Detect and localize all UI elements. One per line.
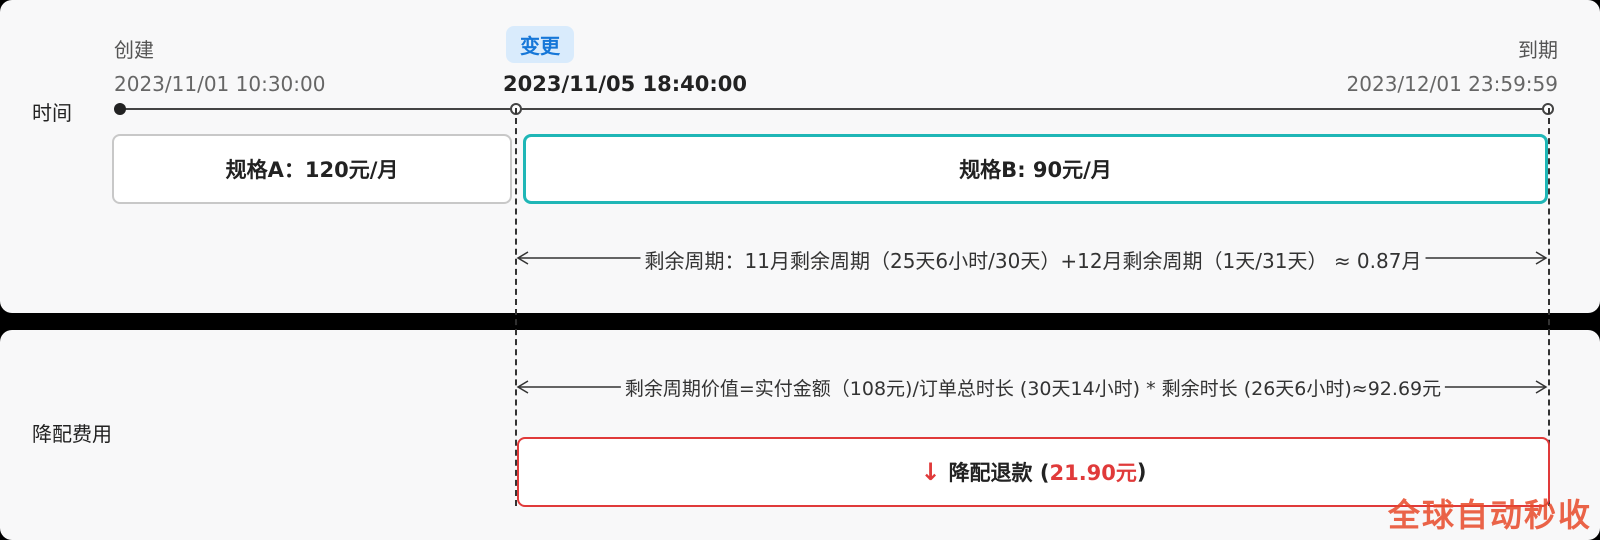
refund-close: ): [1136, 460, 1147, 484]
arrow-down-icon: ↓: [920, 458, 941, 486]
fee-row-label: 降配费用: [32, 422, 112, 446]
expire-time: 2023/12/01 23:59:59: [1346, 72, 1558, 96]
create-label: 创建: [114, 38, 154, 62]
time-row-label: 时间: [32, 101, 72, 125]
change-guide-line: [515, 108, 517, 506]
watermark: 全球自动秒收: [1387, 496, 1592, 534]
remaining-value-arrow: 剩余周期价值=实付金额（108元)/订单总时长 (30天14小时) * 剩余时长…: [516, 372, 1550, 402]
expire-label: 到期: [1518, 38, 1558, 62]
remaining-period-text: 剩余周期：11月剩余周期（25天6小时/30天）+12月剩余周期（1天/31天）…: [640, 245, 1426, 274]
spec-b-box: 规格B: 90元/月: [523, 134, 1548, 204]
change-badge: 变更: [506, 26, 574, 63]
expire-guide-line: [1548, 108, 1550, 506]
remaining-value-text: 剩余周期价值=实付金额（108元)/订单总时长 (30天14小时) * 剩余时长…: [620, 374, 1446, 401]
create-time: 2023/11/01 10:30:00: [114, 72, 326, 96]
remaining-period-arrow: 剩余周期：11月剩余周期（25天6小时/30天）+12月剩余周期（1天/31天）…: [516, 243, 1550, 274]
refund-box: ↓ 降配退款 ( 21.90元 ): [517, 437, 1550, 507]
timeline-axis: [120, 108, 1548, 110]
fee-panel: [0, 330, 1600, 540]
refund-amount: 21.90元: [1049, 461, 1137, 485]
create-point: [114, 103, 126, 115]
spec-a-box: 规格A：120元/月: [112, 134, 512, 204]
change-time: 2023/11/05 18:40:00: [503, 72, 748, 96]
refund-label: 降配退款 (: [948, 461, 1050, 485]
